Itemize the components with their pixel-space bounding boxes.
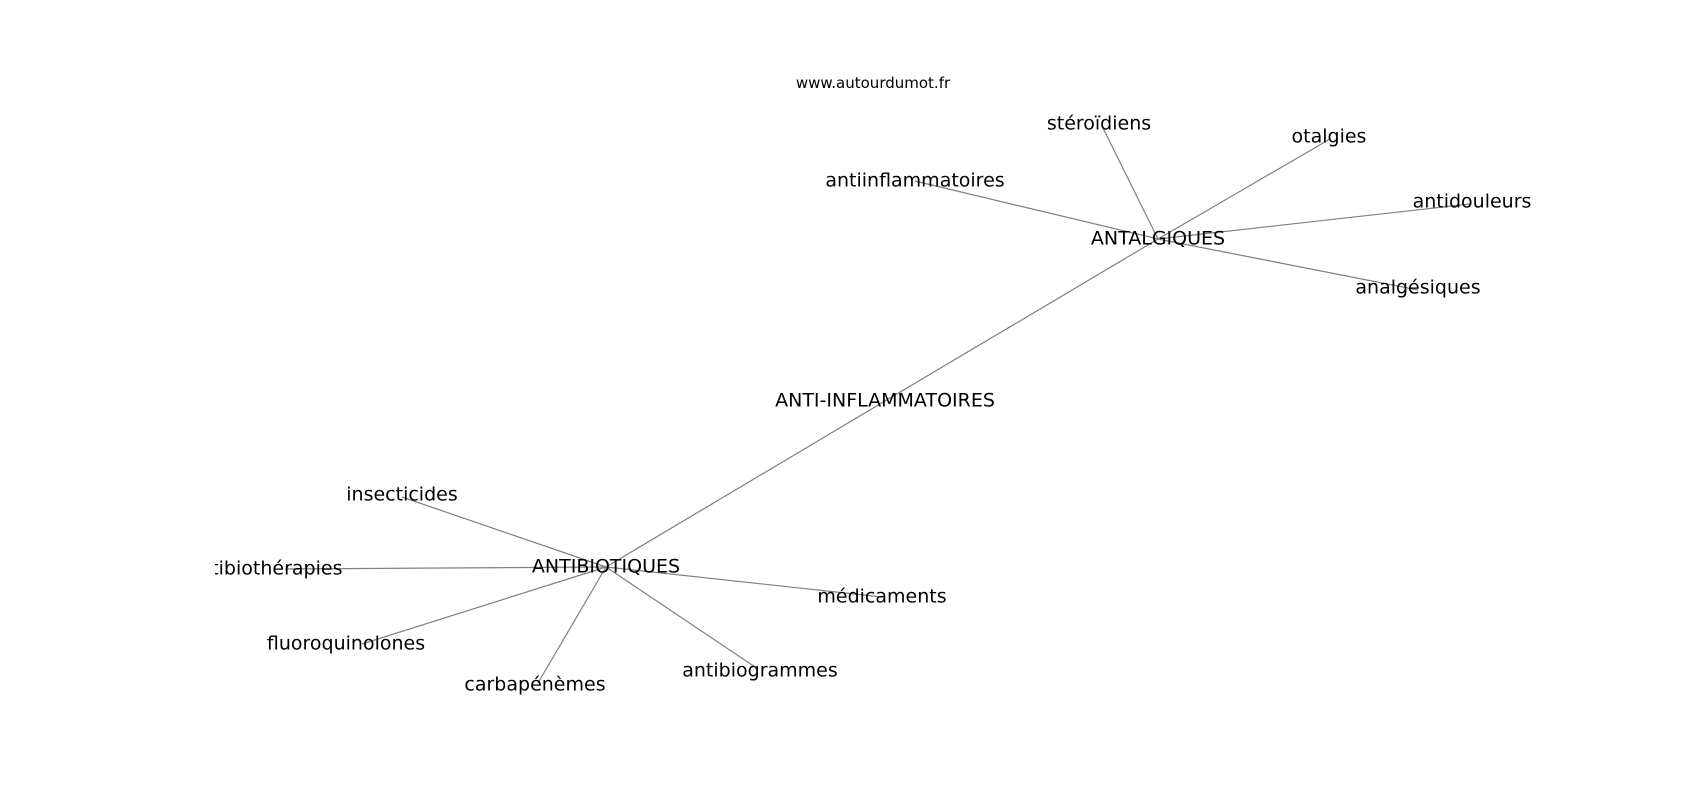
edge-antalgiques-analgesiques	[1157, 238, 1419, 291]
edge-center-antibiotiques	[605, 400, 886, 568]
node-antalgiques[interactable]: ANTALGIQUES	[1090, 227, 1226, 250]
edge-antibiotiques-fluoroquinolones	[361, 566, 607, 645]
node-antibiotherapies[interactable]: antibiothérapies	[215, 557, 343, 580]
left-clip-region: antibiothérapies	[215, 0, 1700, 800]
edge-center-antalgiques	[884, 238, 1159, 402]
node-carbapenemes[interactable]: carbapénèmes	[464, 673, 606, 696]
node-fluoroquinolones[interactable]: fluoroquinolones	[266, 632, 426, 655]
edge-antalgiques-steroidiens	[1101, 125, 1159, 240]
node-center[interactable]: ANTI-INFLAMMATOIRES	[775, 389, 995, 412]
node-analgesiques[interactable]: analgésiques	[1355, 276, 1481, 299]
edge-antibiotiques-insecticides	[401, 496, 607, 568]
edge-antalgiques-antidouleurs	[1157, 203, 1471, 240]
node-steroidiens[interactable]: stéroïdiens	[1046, 112, 1152, 135]
node-antiinflammatoires[interactable]: antiinflammatoires	[825, 169, 1005, 192]
node-medicaments[interactable]: médicaments	[817, 585, 947, 608]
edge-antalgiques-otalgies	[1157, 138, 1331, 240]
edge-antibiotiques-carbapenemes	[537, 566, 607, 684]
edge-antalgiques-antiinflammatoires	[914, 180, 1159, 240]
node-otalgies[interactable]: otalgies	[1291, 125, 1367, 148]
node-antibiotiques[interactable]: ANTIBIOTIQUES	[531, 555, 681, 578]
edge-antibiotiques-medicaments	[605, 566, 883, 598]
node-antibiogrammes[interactable]: antibiogrammes	[682, 659, 838, 682]
edge-antibiotiques-antibiotherapies	[284, 566, 607, 570]
node-antidouleurs[interactable]: antidouleurs	[1412, 190, 1532, 213]
node-insecticides[interactable]: insecticides	[346, 483, 458, 506]
edge-antibiotiques-antibiogrammes	[605, 566, 759, 670]
watermark-text: www.autourdumot.fr	[795, 74, 951, 92]
